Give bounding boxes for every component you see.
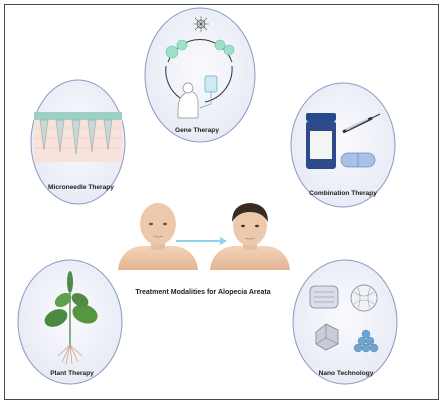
microneedle-therapy-node: [30, 79, 126, 205]
plant-icon: [44, 271, 98, 365]
microneedle-therapy-label: Microneedle Therapy: [48, 184, 114, 191]
treatment-arrow: [176, 237, 227, 245]
combination-icon: [306, 113, 381, 169]
gene-therapy-label: Gene Therapy: [175, 127, 219, 134]
microneedle-icon: [34, 112, 122, 162]
combination-therapy-node: [290, 82, 396, 208]
combination-therapy-label: Combination Therapy: [309, 190, 377, 197]
nano-technology-node: [292, 259, 398, 385]
nano-technology-label: Nano Technology: [318, 370, 374, 377]
patient-after-illustration: [210, 203, 290, 270]
plant-therapy-node: [17, 259, 123, 385]
gene-therapy-icon: [165, 16, 235, 119]
patient-before-illustration: [118, 203, 198, 270]
plant-therapy-label: Plant Therapy: [50, 370, 94, 377]
diagram-title: Treatment Modalities for Alopecia Areata: [135, 289, 271, 296]
gene-therapy-node: [144, 7, 256, 143]
nano-icon: [309, 284, 379, 353]
